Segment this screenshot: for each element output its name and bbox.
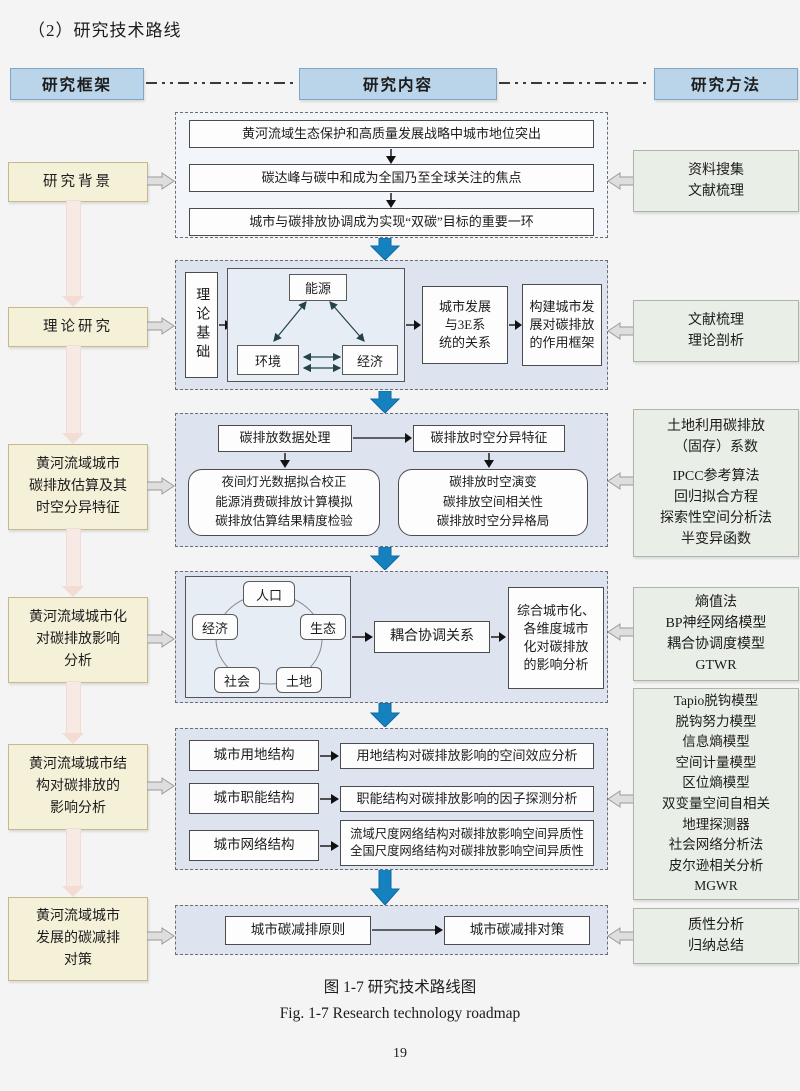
background-item-2: 碳达峰与碳中和成为全国乃至全球关注的焦点 (189, 164, 594, 192)
structure-label-2: 城市职能结构 (189, 783, 319, 814)
left-block-arrow-icon (607, 472, 635, 490)
down-arrow-icon (62, 586, 84, 597)
down-arrow-icon (62, 886, 84, 897)
urbanization-coupling-box: 耦合协调关系 (374, 621, 490, 653)
circle-society: 社会 (214, 667, 260, 693)
countermeasure-principle-box: 城市碳减排原则 (225, 916, 371, 945)
left-block-arrow-icon (607, 623, 635, 641)
right-arrow-icon (352, 632, 373, 642)
figure-caption-zh: 图 1-7 研究技术路线图 (323, 979, 477, 996)
right-arrow-icon (491, 632, 506, 642)
right-block-arrow-icon (147, 172, 175, 190)
framework-urbanization: 黄河流域城市化 对碳排放影响 分析 (8, 597, 148, 683)
flow-down-arrow-icon (370, 238, 400, 260)
framework-connector (66, 345, 81, 434)
down-arrow-icon (484, 453, 494, 468)
right-arrow-icon (320, 841, 339, 851)
method-countermeasure: 质性分析 归纳总结 (633, 908, 799, 964)
structure-result-1: 用地结构对碳排放影响的空间效应分析 (340, 743, 594, 769)
urbanization-analysis-box: 综合城市化、 各维度城市 化对碳排放 的影响分析 (508, 587, 604, 689)
structure-result-3: 流域尺度网络结构对碳排放影响空间异质性 全国尺度网络结构对碳排放影响空间异质性 (340, 820, 594, 866)
left-block-arrow-icon (607, 790, 635, 808)
right-arrow-icon (320, 751, 339, 761)
column-header-content: 研究内容 (299, 68, 497, 100)
framework-connector (66, 200, 81, 297)
right-arrow-icon (372, 925, 443, 935)
framework-connector (66, 528, 81, 587)
right-block-arrow-icon (147, 477, 175, 495)
dash-dot-connector (499, 82, 651, 84)
down-arrow-icon (280, 453, 290, 468)
down-arrow-icon (386, 149, 396, 164)
framework-background: 研究背景 (8, 162, 148, 202)
method-estimation-bottom: IPCC参考算法 回归拟合方程 探索性空间分析法 半变异函数 (660, 469, 772, 547)
right-arrow-icon (509, 320, 522, 330)
estimation-left-detail: 夜间灯光数据拟合校正 能源消费碳排放计算模拟 碳排放估算结果精度检验 (188, 469, 380, 536)
theory-build-box: 构建城市发 展对碳排放 的作用框架 (522, 284, 602, 366)
estimation-data-processing: 碳排放数据处理 (218, 425, 352, 452)
circle-ecology: 生态 (300, 614, 346, 640)
method-structure: Tapio脱钩模型 脱钩努力模型 信息熵模型 空间计量模型 区位熵模型 双变量空… (633, 688, 799, 900)
left-block-arrow-icon (607, 172, 635, 190)
left-block-arrow-icon (607, 927, 635, 945)
three-e-environment: 环境 (237, 345, 299, 375)
structure-label-1: 城市用地结构 (189, 740, 319, 771)
structure-result-2: 职能结构对碳排放影响的因子探测分析 (340, 786, 594, 812)
right-arrow-icon (406, 320, 421, 330)
circle-population: 人口 (243, 581, 295, 607)
flow-down-arrow-icon (370, 391, 400, 413)
framework-structure: 黄河流域城市结 构对碳排放的 影响分析 (8, 744, 148, 830)
column-header-framework: 研究框架 (10, 68, 144, 100)
down-arrow-icon (62, 296, 84, 307)
right-block-arrow-icon (147, 777, 175, 795)
down-arrow-icon (386, 193, 396, 208)
framework-countermeasure: 黄河流域城市 发展的碳减排 对策 (8, 897, 148, 981)
method-background: 资料搜集 文献梳理 (633, 150, 799, 212)
theory-relation-box: 城市发展 与3E系 统的关系 (422, 286, 508, 364)
right-block-arrow-icon (147, 927, 175, 945)
right-block-arrow-icon (147, 317, 175, 335)
framework-connector (66, 681, 81, 734)
circle-land: 土地 (276, 667, 322, 693)
theory-basis-box: 理论基础 (185, 272, 218, 378)
framework-connector (66, 828, 81, 887)
three-e-diagram: 能源 环境 经济 (227, 268, 405, 382)
three-e-arrows (273, 301, 365, 373)
right-arrow-icon (320, 794, 339, 804)
down-arrow-icon (62, 733, 84, 744)
dash-dot-connector (146, 82, 296, 84)
page-heading: （2）研究技术路线 (28, 21, 182, 40)
right-block-arrow-icon (147, 630, 175, 648)
framework-estimation: 黄河流域城市 碳排放估算及其 时空分异特征 (8, 444, 148, 530)
background-item-3: 城市与碳排放协调成为实现“双碳”目标的重要一环 (189, 208, 594, 236)
method-estimation: 土地利用碳排放 （固存）系数 IPCC参考算法 回归拟合方程 探索性空间分析法 … (633, 409, 799, 557)
method-urbanization: 熵值法 BP神经网络模型 耦合协调度模型 GTWR (633, 587, 799, 681)
countermeasure-strategy-box: 城市碳减排对策 (444, 916, 590, 945)
right-arrow-icon (353, 433, 412, 443)
page-number: 19 (393, 1046, 407, 1061)
estimation-spatiotemporal: 碳排放时空分异特征 (413, 425, 565, 452)
urbanization-circle-diagram: 人口 经济 生态 社会 土地 (185, 576, 351, 698)
left-block-arrow-icon (607, 322, 635, 340)
background-item-1: 黄河流域生态保护和高质量发展战略中城市地位突出 (189, 120, 594, 148)
estimation-right-detail: 碳排放时空演变 碳排放空间相关性 碳排放时空分异格局 (398, 469, 588, 536)
down-arrow-icon (62, 433, 84, 444)
figure-caption-en: Fig. 1-7 Research technology roadmap (279, 1005, 521, 1022)
three-e-economy: 经济 (342, 345, 398, 375)
structure-label-3: 城市网络结构 (189, 830, 319, 861)
method-estimation-top: 土地利用碳排放 （固存）系数 (667, 419, 765, 455)
method-theory: 文献梳理 理论剖析 (633, 300, 799, 362)
flow-down-arrow-icon (370, 703, 400, 727)
column-header-method: 研究方法 (654, 68, 798, 100)
circle-economy: 经济 (192, 614, 238, 640)
three-e-energy: 能源 (289, 274, 347, 301)
framework-theory: 理论研究 (8, 307, 148, 347)
flow-down-arrow-icon (370, 547, 400, 570)
